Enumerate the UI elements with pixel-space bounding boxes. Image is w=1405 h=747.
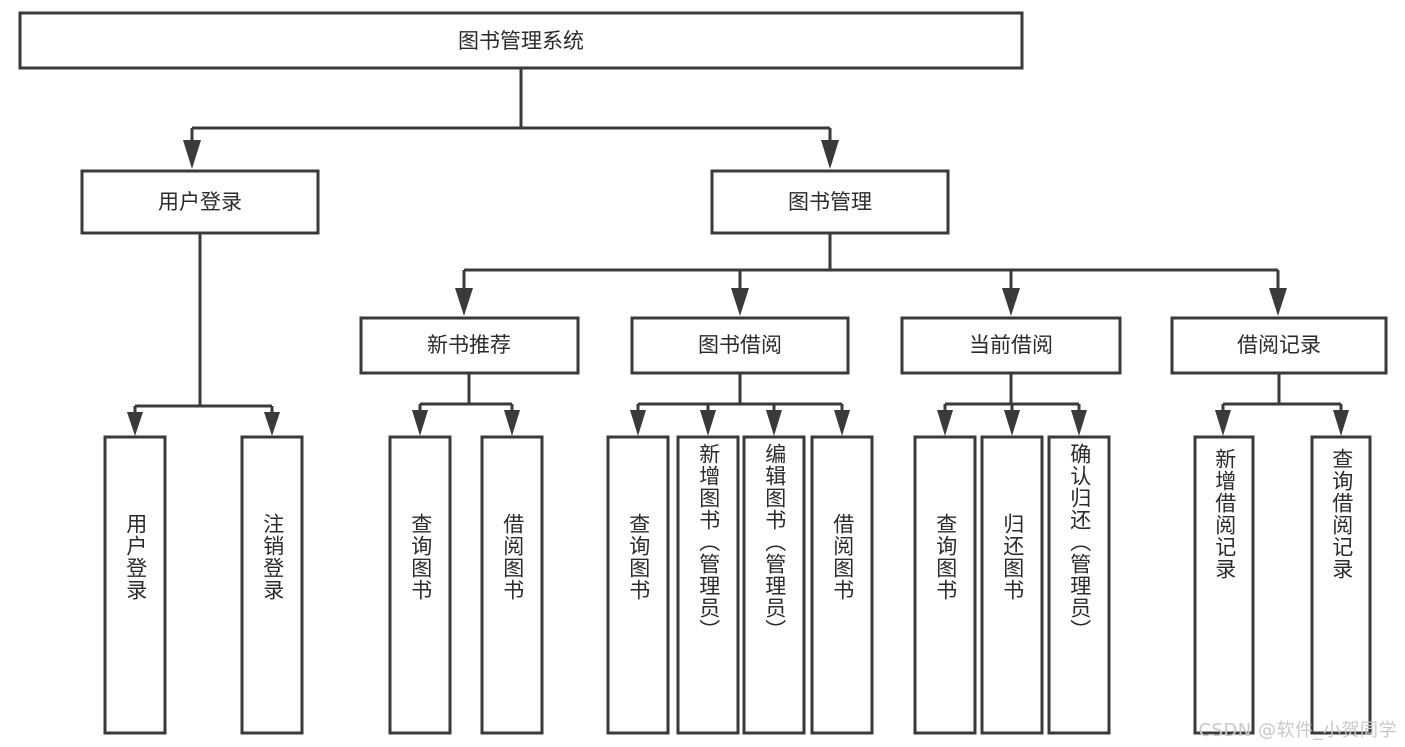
leaf-box-add-record[interactable] xyxy=(1193,435,1255,735)
leaf-box-query-record[interactable] xyxy=(1310,435,1372,735)
leaf-box-borrow-book-2[interactable] xyxy=(810,435,874,735)
connector-currentborrow-to-leaves xyxy=(937,373,1087,436)
leaf-box-edit-book[interactable] xyxy=(742,435,806,735)
leaf-box-borrow-book-1[interactable] xyxy=(480,435,544,735)
leaf-box-query-book-3[interactable] xyxy=(913,435,977,735)
node-current-borrow-label: 当前借阅 xyxy=(969,333,1053,357)
leaf-box-logout-login[interactable] xyxy=(240,435,304,735)
connector-bookmanage-to-level2 xyxy=(455,233,1287,316)
node-new-book-recommend[interactable]: 新书推荐 xyxy=(359,316,580,375)
leaf-box-add-book[interactable] xyxy=(676,435,740,735)
node-root-label: 图书管理系统 xyxy=(458,29,584,53)
node-borrow-record[interactable]: 借阅记录 xyxy=(1170,316,1388,375)
leaf-box-query-book-1[interactable] xyxy=(388,435,452,735)
node-book-manage[interactable]: 图书管理 xyxy=(710,169,950,235)
node-book-borrow-label: 图书借阅 xyxy=(698,333,782,357)
leaf-box-return-book[interactable] xyxy=(980,435,1044,735)
node-book-manage-label: 图书管理 xyxy=(788,190,872,214)
leaf-box-user-login[interactable] xyxy=(103,435,167,735)
node-user-login[interactable]: 用户登录 xyxy=(80,169,320,235)
leaf-box-confirm-return[interactable] xyxy=(1047,435,1111,735)
connector-newbook-to-leaves xyxy=(412,373,520,436)
leaf-box-query-book-2[interactable] xyxy=(606,435,670,735)
node-book-borrow[interactable]: 图书借阅 xyxy=(630,316,850,375)
connector-bookborrow-to-leaves xyxy=(630,373,850,436)
node-borrow-record-label: 借阅记录 xyxy=(1237,333,1321,357)
node-root[interactable]: 图书管理系统 xyxy=(18,11,1024,70)
node-new-book-recommend-label: 新书推荐 xyxy=(427,333,511,357)
connector-borrowrecord-to-leaves xyxy=(1215,373,1349,436)
node-user-login-label: 用户登录 xyxy=(158,190,242,214)
node-current-borrow[interactable]: 当前借阅 xyxy=(900,316,1122,375)
connector-userlogin-to-leaves xyxy=(127,233,280,436)
connector-root-to-level1 xyxy=(183,68,839,169)
watermark-text: CSDN @软件_小贺同学 xyxy=(1198,720,1397,741)
